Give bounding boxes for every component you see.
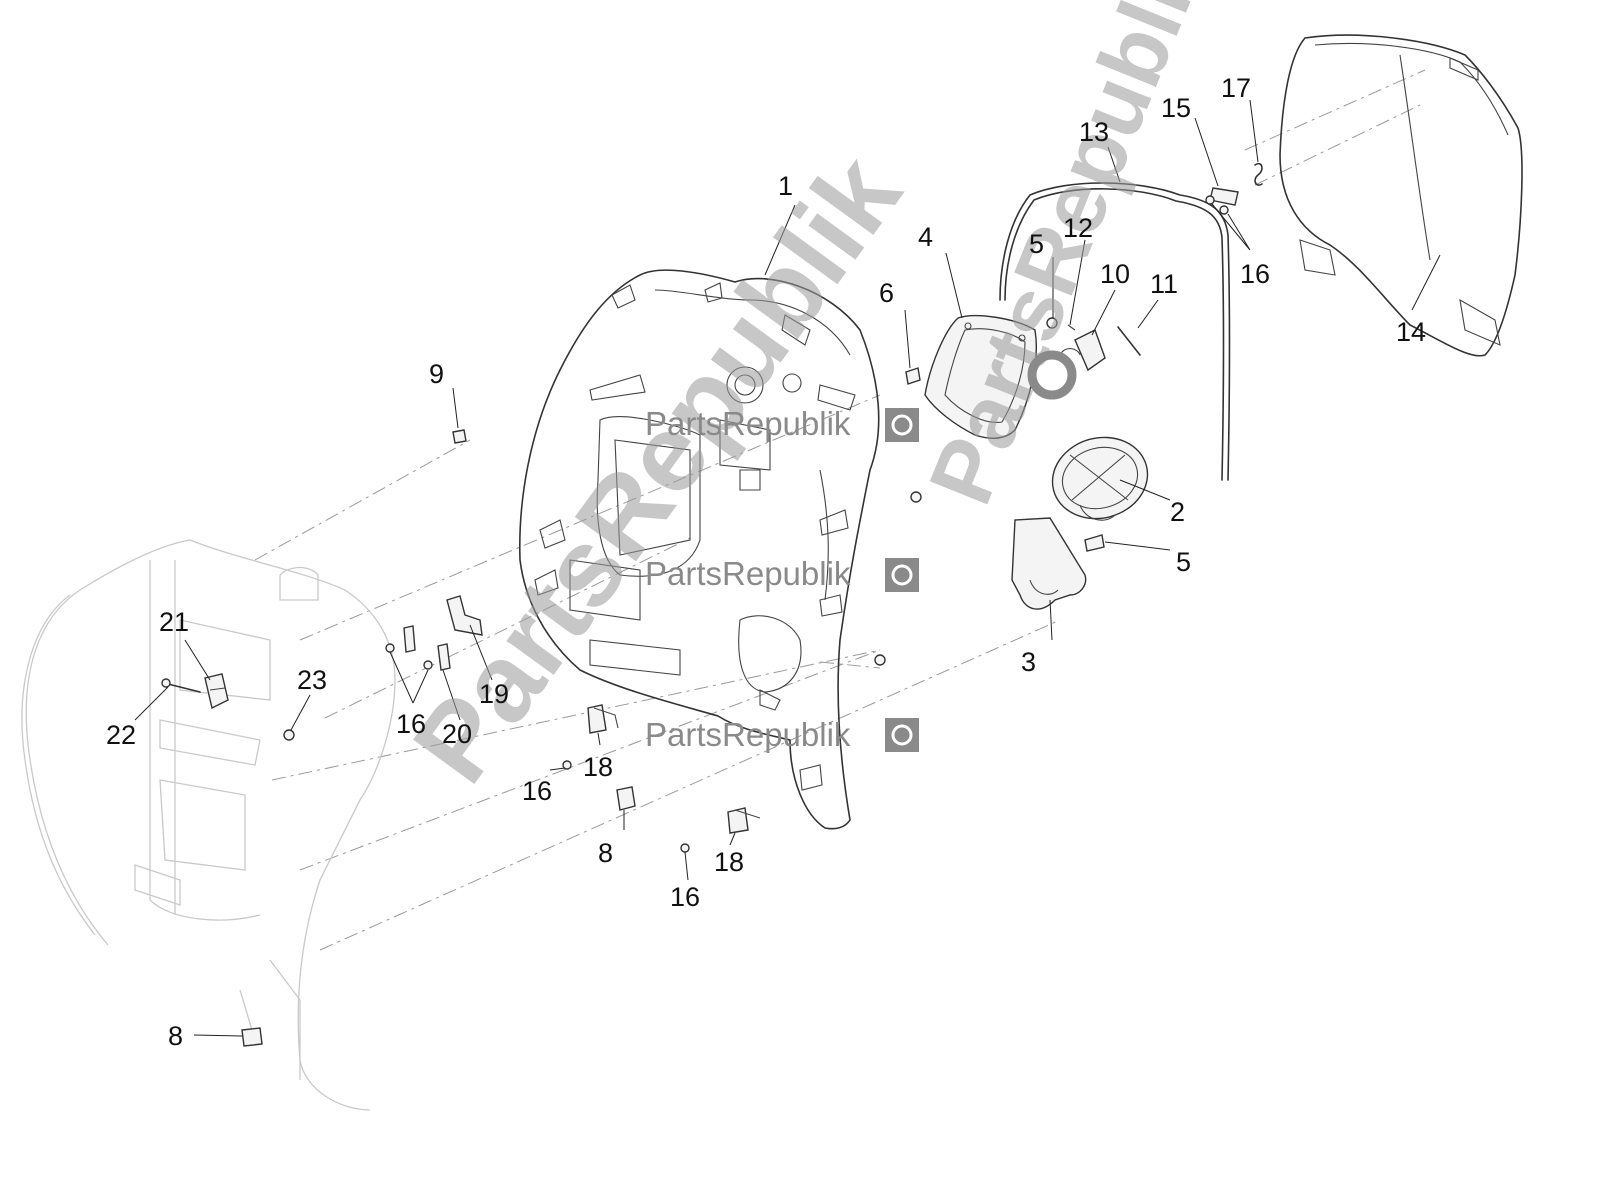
alignment-lines: [254, 69, 1426, 951]
clip-9: [452, 429, 467, 444]
screw-16-f: [1219, 205, 1229, 215]
watermark-badge-1: PartsRepublik: [645, 405, 919, 442]
callout-15: 15: [1161, 93, 1191, 123]
clip-18-b: [727, 807, 761, 834]
callout-2: 2: [1170, 497, 1185, 527]
trim-strip-13: [999, 182, 1231, 481]
callout-16-bottom: 16: [670, 882, 700, 912]
bracket-19: [446, 595, 483, 636]
callout-14: 14: [1396, 317, 1426, 347]
callout-17: 17: [1221, 73, 1251, 103]
watermark-text-2: PartsRepublik: [645, 555, 851, 592]
lock-10: [1059, 329, 1106, 372]
screw-16-g: [910, 491, 922, 503]
watermark-big: PartsRepublik: [390, 133, 925, 804]
clip-8-center: [616, 786, 636, 811]
bracket-15: [1209, 187, 1239, 206]
screw-16-c: [562, 760, 572, 770]
callout-12: 12: [1063, 213, 1093, 243]
callout-23: 23: [297, 665, 327, 695]
legshield-front-14: [1279, 34, 1523, 357]
callout-6: 6: [879, 278, 894, 308]
bolt-22: [161, 678, 201, 693]
callout-5-top: 5: [1029, 229, 1044, 259]
plate-20: [437, 643, 451, 671]
callout-11: 11: [1150, 269, 1178, 299]
clip-8-bottom: [241, 1027, 263, 1047]
callout-1: 1: [778, 171, 793, 201]
watermark-gear-icon-2: [885, 558, 919, 592]
screw-16-a: [385, 643, 395, 653]
callout-5-bottom: 5: [1176, 547, 1191, 577]
watermark-vertical: PartsRepublik: [911, 0, 1231, 517]
spring-12: [1067, 324, 1076, 331]
callout-10: 10: [1100, 259, 1130, 289]
glove-box-door: [924, 314, 1037, 439]
screw-16-h: [874, 654, 886, 666]
screw-5-bottom: [1084, 534, 1105, 552]
screw-16-d: [680, 843, 690, 853]
watermark-text-3: PartsRepublik: [645, 716, 851, 753]
callout-20: 20: [442, 719, 472, 749]
leg-shield-back-panel: [518, 269, 880, 830]
callout-18-center: 18: [583, 752, 613, 782]
watermark-gear-icon-1: [885, 408, 919, 442]
callout-22: 22: [106, 720, 136, 750]
screw-16-b: [423, 660, 433, 670]
clip-6: [905, 367, 921, 385]
clip-18-a: [587, 704, 619, 734]
callout-13: 13: [1079, 117, 1109, 147]
watermark-text-1: PartsRepublik: [645, 405, 851, 442]
callout-16-left: 16: [396, 709, 426, 739]
callout-16-top: 16: [1240, 259, 1270, 289]
nut-23: [283, 729, 295, 741]
callout-8-bottom: 8: [168, 1021, 183, 1051]
spring-17: [1254, 162, 1263, 186]
rod-11: [1117, 326, 1141, 356]
watermark-text-vertical: PartsRepublik: [911, 0, 1231, 517]
screw-5-top: [1046, 317, 1058, 329]
round-grille: [1051, 436, 1149, 521]
screw-16-e: [1205, 195, 1215, 205]
latch-21: [204, 673, 229, 710]
small-cover: [1011, 517, 1087, 610]
callout-labels: 1 2 3 4 5 5 6 8 8 9 10 11 12 13 14 15 16…: [106, 73, 1426, 1051]
callout-9: 9: [429, 359, 444, 389]
watermark-badge-2: PartsRepublik: [645, 555, 919, 592]
watermark-gear-icon-vertical: [1027, 350, 1077, 400]
leader-lines: [134, 99, 1441, 1037]
callout-18-bottom: 18: [714, 847, 744, 877]
callout-21: 21: [159, 607, 189, 637]
callout-3: 3: [1021, 647, 1036, 677]
plate-16-left: [403, 625, 416, 653]
callout-4: 4: [918, 222, 933, 252]
frame-ghost-part: [21, 539, 396, 1111]
callout-16-center: 16: [522, 776, 552, 806]
callout-8-center: 8: [598, 838, 613, 868]
callout-19: 19: [479, 679, 509, 709]
watermark-badge-3: PartsRepublik: [645, 716, 919, 753]
watermark-gear-icon-3: [885, 718, 919, 752]
